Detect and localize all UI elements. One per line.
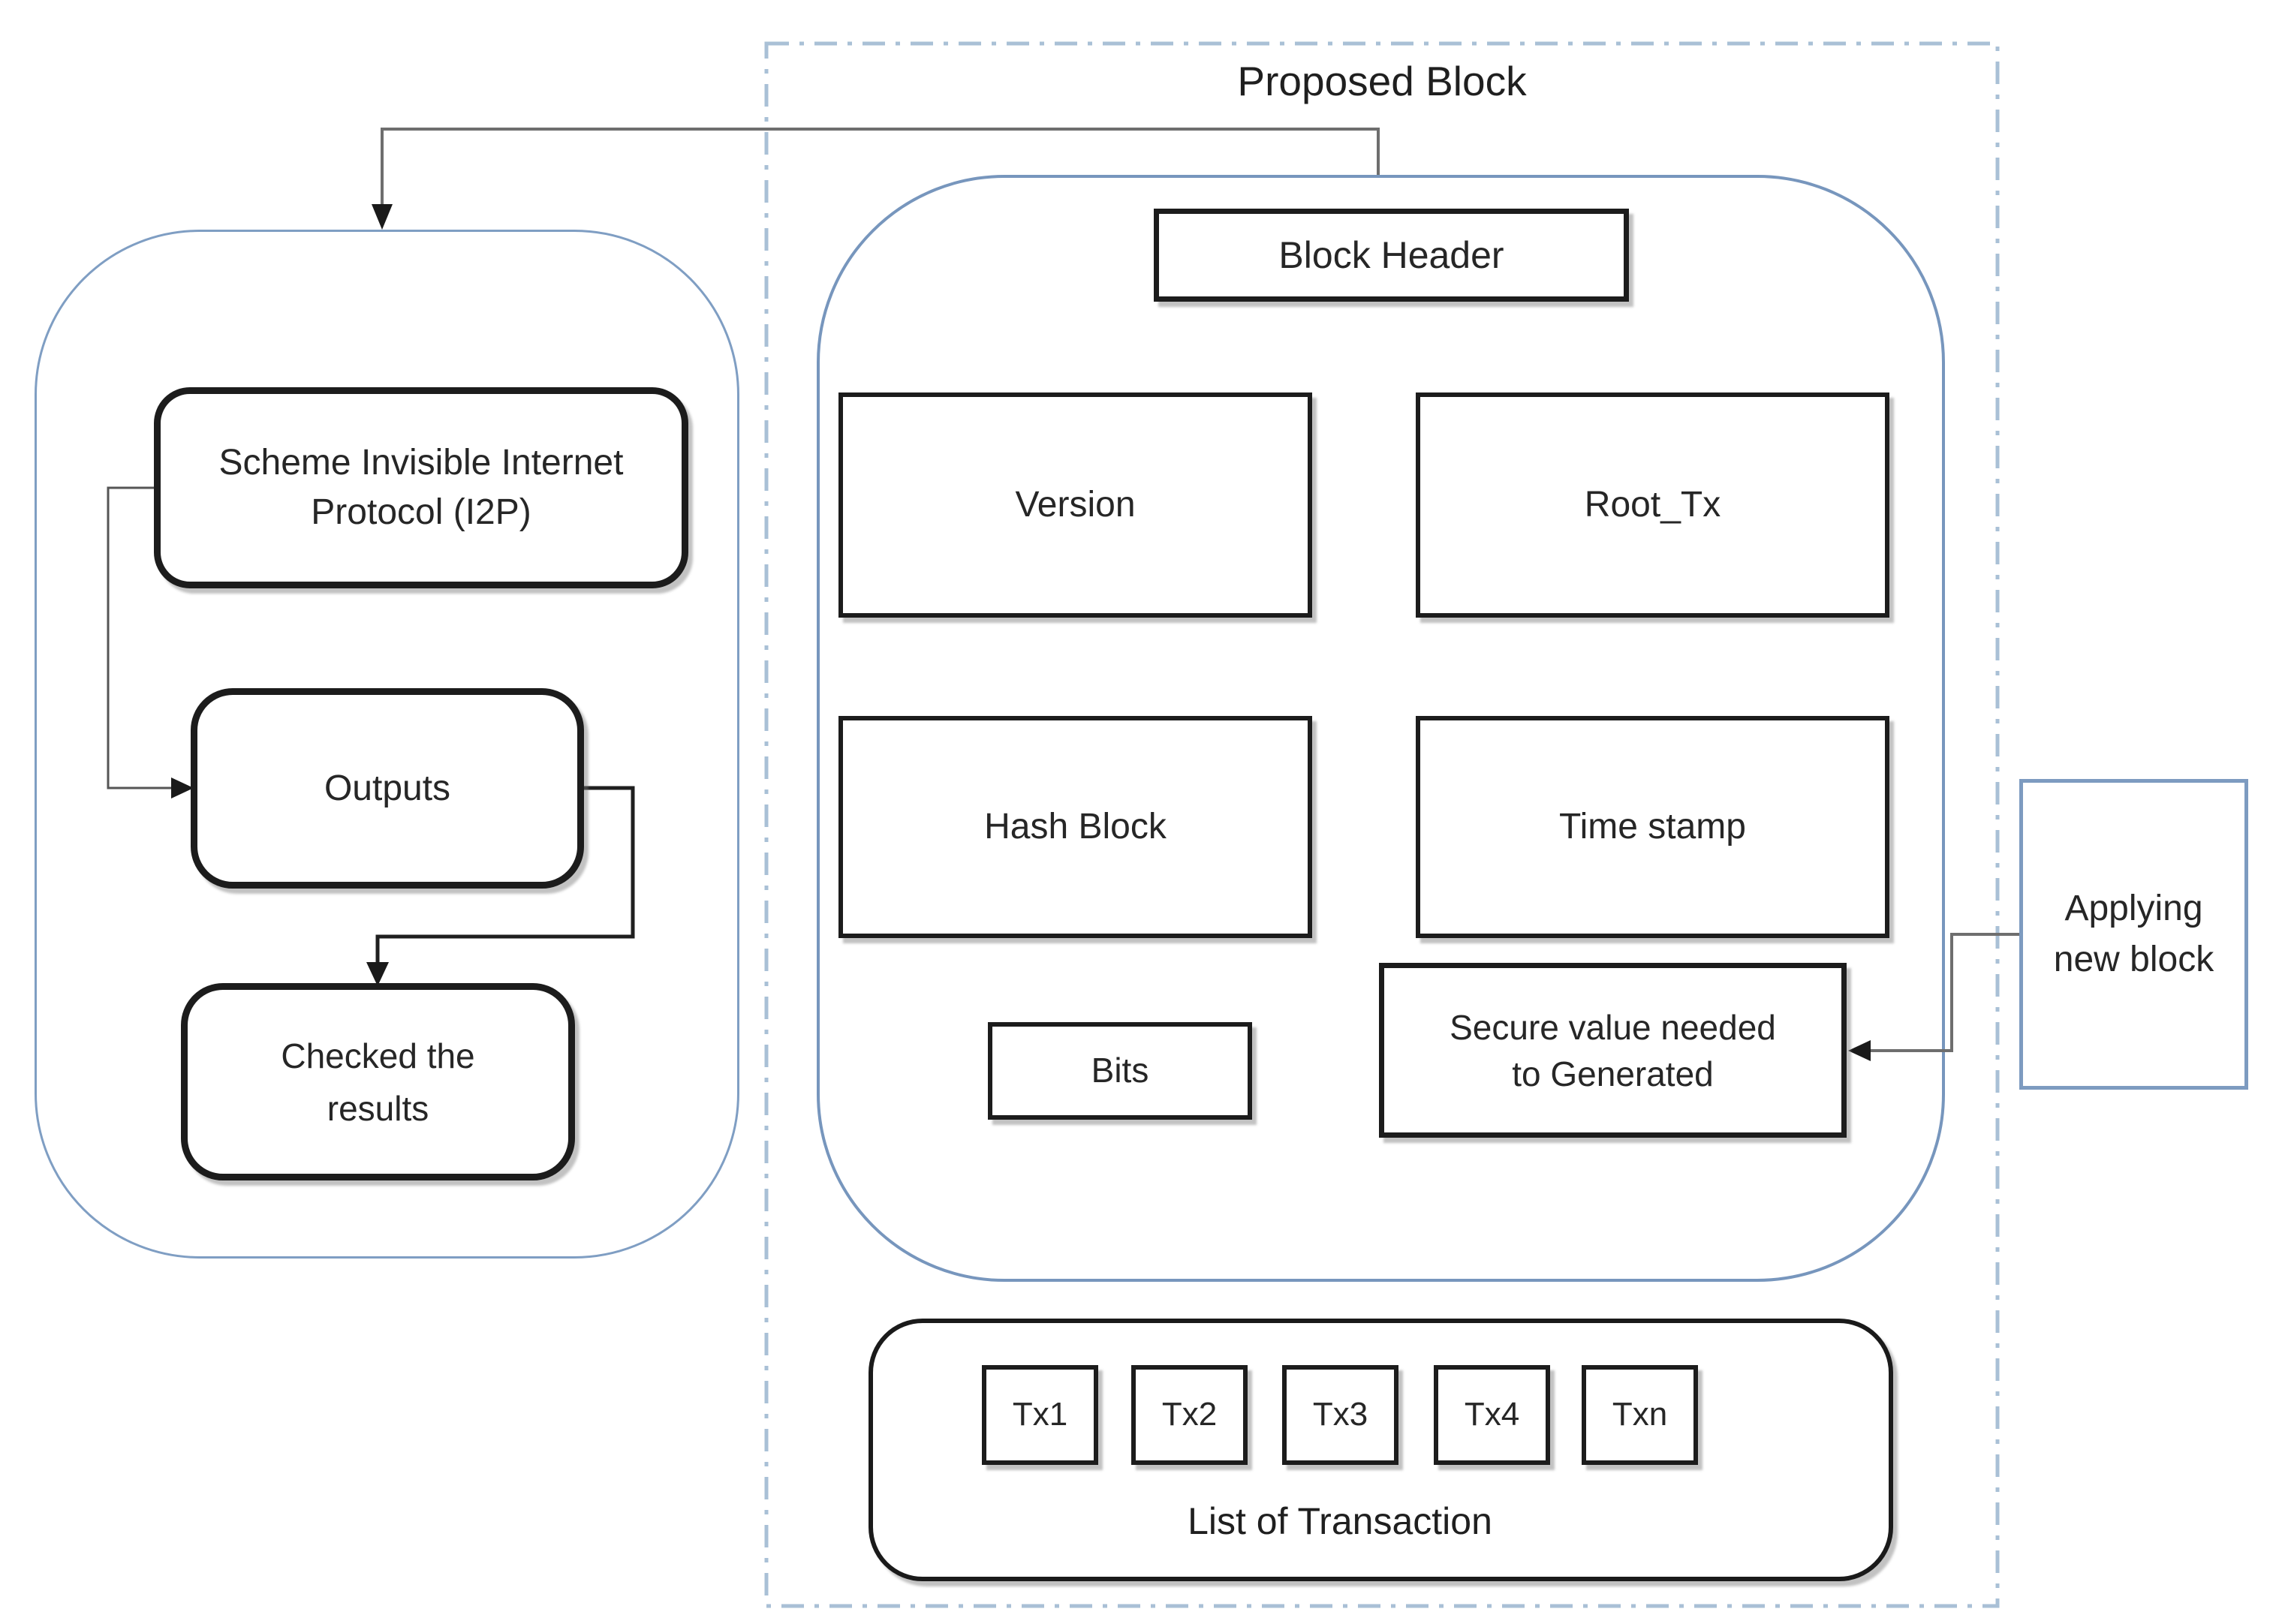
node-tx1-label: Tx1 [1012,1396,1068,1433]
node-checked-line1: Checked the [281,1036,475,1075]
node-tx4: Tx4 [1434,1365,1550,1465]
arrowhead-down-left-group [372,204,393,230]
node-tx2-label: Tx2 [1161,1396,1218,1433]
node-checked-line2: results [327,1088,429,1128]
node-i2p-line1: Scheme Invisible Internet [218,443,624,483]
node-applying-line2: new block [2053,940,2214,979]
node-block-header: Block Header [1154,209,1629,302]
node-time-stamp: Time stamp [1416,716,1889,938]
node-applying-new-block: Applying new block [2019,779,2248,1090]
node-outputs: Outputs [191,688,584,889]
node-checked-results: Checked the results [181,983,575,1180]
proposed-block-dashed-boundary [764,41,2000,1608]
node-version: Version [838,392,1312,618]
arrowhead-right-outputs [171,777,194,798]
node-outputs-label: Outputs [324,768,451,808]
node-secure-value-line2: to Generated [1512,1054,1714,1093]
node-secure-value-line1: Secure value needed [1450,1007,1776,1047]
node-tx1: Tx1 [982,1365,1098,1465]
transaction-list-caption: List of Transaction [1188,1500,1492,1542]
node-txn: Txn [1582,1365,1698,1465]
node-bits: Bits [988,1022,1252,1120]
node-tx2: Tx2 [1131,1365,1248,1465]
node-i2p: Scheme Invisible Internet Protocol (I2P) [154,387,688,588]
connector-outputs-to-checked [375,786,635,964]
node-applying-line1: Applying [2064,889,2203,928]
i2p-flow-group-container [35,230,739,1259]
node-secure-value: Secure value needed to Generated [1379,963,1847,1138]
node-txn-label: Txn [1612,1396,1668,1433]
node-hash-block: Hash Block [838,716,1312,938]
node-block-header-label: Block Header [1278,234,1504,276]
connector-applying-to-secure [1871,933,2019,1052]
node-hash-block-label: Hash Block [984,807,1167,847]
node-time-stamp-label: Time stamp [1559,807,1746,847]
node-tx3-label: Tx3 [1312,1396,1368,1433]
proposed-block-title: Proposed Block [1237,58,1527,104]
node-root-tx-label: Root_Tx [1584,485,1721,525]
arrowhead-down-checked [366,962,389,986]
node-tx3: Tx3 [1282,1365,1398,1465]
node-root-tx: Root_Tx [1416,392,1889,618]
node-i2p-line2: Protocol (I2P) [311,492,531,532]
node-tx4-label: Tx4 [1464,1396,1520,1433]
connector-i2p-to-outputs [107,486,171,789]
block-header-group-container [817,175,1945,1282]
node-version-label: Version [1015,485,1136,525]
arrowhead-left-secure [1848,1040,1871,1061]
node-bits-label: Bits [1091,1051,1149,1090]
connector-block-to-left-group [381,128,1380,206]
